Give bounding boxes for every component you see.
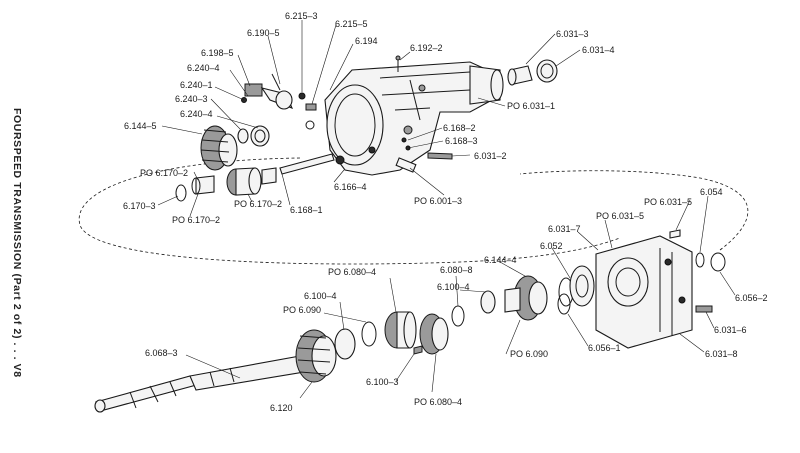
needle-bearing-left-end <box>191 177 201 195</box>
label-po-6080-4-bottom: PO 6.080–4 <box>414 397 462 407</box>
shift-lever-assembly <box>244 73 317 130</box>
side-title: FOURSPEED TRANSMISSION (Part 2 of 2) . .… <box>11 108 23 378</box>
synchro-cone-1 <box>334 328 356 360</box>
shift-plate-key <box>413 345 423 355</box>
countershaft-rod <box>279 153 335 175</box>
second-speed-gear <box>504 275 548 321</box>
housing-bolt <box>427 152 453 160</box>
rear-bushing <box>507 65 533 86</box>
label-6080-8: 6.080–8 <box>440 265 473 275</box>
label-6068-3: 6.068–3 <box>145 348 178 358</box>
snap-ring-6056-1 <box>557 293 571 315</box>
oring-6054 <box>695 252 705 268</box>
label-po-6031-5-right: PO 6.031–5 <box>644 197 692 207</box>
label-po-6090-right: PO 6.090 <box>510 349 548 359</box>
part-labels: 6.215–3 6.215–5 6.190–5 6.194 6.192–2 6.… <box>123 11 768 413</box>
label-6240-1: 6.240–1 <box>180 80 213 90</box>
label-po-6001-3: PO 6.001–3 <box>414 196 462 206</box>
label-6190-5: 6.190–5 <box>247 28 280 38</box>
label-6144-4: 6.144–4 <box>484 255 517 265</box>
label-6240-4-upper: 6.240–4 <box>187 63 220 73</box>
main-shaft <box>94 355 305 413</box>
synchro-ring-2 <box>451 305 465 327</box>
label-6215-5: 6.215–5 <box>335 19 368 29</box>
label-po-6170-2-a: PO 6.170–2 <box>140 168 188 178</box>
countershaft-gear <box>226 167 262 196</box>
label-6054: 6.054 <box>700 187 723 197</box>
vent-pin-head <box>395 55 401 61</box>
main-bearing-inner <box>575 274 589 298</box>
label-6031-7: 6.031–7 <box>548 224 581 234</box>
synchronizer-sleeve-2 <box>419 313 449 355</box>
label-6168-3: 6.168–3 <box>445 136 478 146</box>
intermediate-plate <box>595 235 693 349</box>
label-po-6080-4-top: PO 6.080–4 <box>328 267 376 277</box>
label-6052: 6.052 <box>540 241 563 251</box>
label-6192-2: 6.192–2 <box>410 43 443 53</box>
dowel-pin <box>669 229 681 239</box>
label-6120: 6.120 <box>270 403 293 413</box>
assembly-connector-dashed-loop <box>78 157 749 265</box>
label-6031-8: 6.031–8 <box>705 349 738 359</box>
label-6194: 6.194 <box>355 36 378 46</box>
label-6198-5: 6.198–5 <box>201 48 234 58</box>
spring-washer-upper <box>250 125 270 147</box>
label-6100-3: 6.100–3 <box>366 377 399 387</box>
label-6031-2: 6.031–2 <box>474 151 507 161</box>
reverse-idler-gear <box>200 125 238 171</box>
label-6056-1: 6.056–1 <box>588 343 621 353</box>
snap-ring-left <box>175 184 187 202</box>
label-6166-4: 6.166–4 <box>334 182 367 192</box>
label-po-6090-left: PO 6.090 <box>283 305 321 315</box>
label-6170-3: 6.170–3 <box>123 201 156 211</box>
needle-bearing-left <box>195 175 215 195</box>
plate-bolt <box>695 305 713 313</box>
label-po-6170-2-b: PO 6.170–2 <box>172 215 220 225</box>
label-6215-3: 6.215–3 <box>285 11 318 21</box>
small-ball <box>401 137 407 143</box>
label-6168-1: 6.168–1 <box>290 205 323 215</box>
label-6031-4: 6.031–4 <box>582 45 615 55</box>
spring-washer-upper-inner <box>254 129 266 143</box>
label-6100-4-right: 6.100–4 <box>437 282 470 292</box>
label-6031-6: 6.031–6 <box>714 325 747 335</box>
label-6240-3: 6.240–3 <box>175 94 208 104</box>
leader-lines <box>157 20 736 399</box>
label-6031-3: 6.031–3 <box>556 29 589 39</box>
thrust-washer-lower <box>480 290 496 314</box>
main-bearing <box>569 265 595 307</box>
label-6168-2: 6.168–2 <box>443 123 476 133</box>
rear-oil-seal <box>536 59 558 83</box>
needle-bearing-right <box>261 167 277 185</box>
synchro-ring-1 <box>361 321 377 347</box>
label-6056-2: 6.056–2 <box>735 293 768 303</box>
synchronizer-hub-1 <box>384 311 417 349</box>
label-6240-4-lower: 6.240–4 <box>180 109 213 119</box>
thrust-washer-upper <box>237 128 249 144</box>
extension-housing <box>324 61 504 176</box>
label-po-6031-1: PO 6.031–1 <box>507 101 555 111</box>
label-po-6031-5-left: PO 6.031–5 <box>596 211 644 221</box>
label-6100-4-left: 6.100–4 <box>304 291 337 301</box>
first-gear <box>295 329 337 383</box>
label-6144-5: 6.144–5 <box>124 121 157 131</box>
label-po-6170-2-c: PO 6.170–2 <box>234 199 282 209</box>
snap-ring-6056-2 <box>710 252 726 272</box>
